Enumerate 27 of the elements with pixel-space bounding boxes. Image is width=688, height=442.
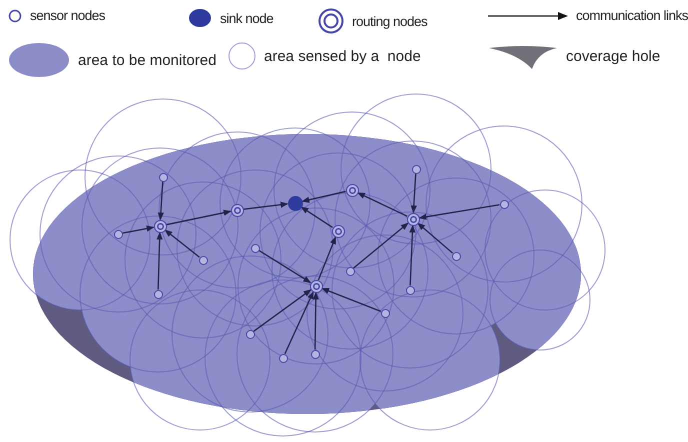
legend-label: communication links — [576, 8, 688, 23]
arrow — [258, 250, 312, 284]
arrow — [410, 173, 417, 214]
arrow — [302, 190, 346, 203]
arrow — [353, 222, 409, 269]
arrow — [357, 192, 408, 217]
arrow — [321, 288, 382, 312]
legend-label: coverage hole — [566, 48, 660, 64]
legend-label: sink node — [220, 10, 274, 26]
arrow — [158, 181, 164, 220]
arrow — [156, 232, 163, 290]
arrow — [418, 204, 500, 220]
arrow — [122, 225, 154, 234]
arrow — [417, 222, 454, 254]
arrow — [300, 206, 333, 228]
arrow — [284, 291, 314, 354]
legend-label: area sensed by a node — [264, 48, 421, 64]
arrow — [318, 236, 336, 280]
arrow — [243, 202, 288, 210]
arrow — [253, 289, 312, 332]
legend-label: area to be monitored — [78, 52, 216, 68]
arrow — [164, 230, 200, 258]
legend-label: sensor nodes — [30, 8, 106, 23]
arrow — [312, 292, 319, 350]
legend-label: routing nodes — [352, 14, 428, 28]
arrow — [409, 224, 416, 286]
arrow — [166, 210, 232, 226]
